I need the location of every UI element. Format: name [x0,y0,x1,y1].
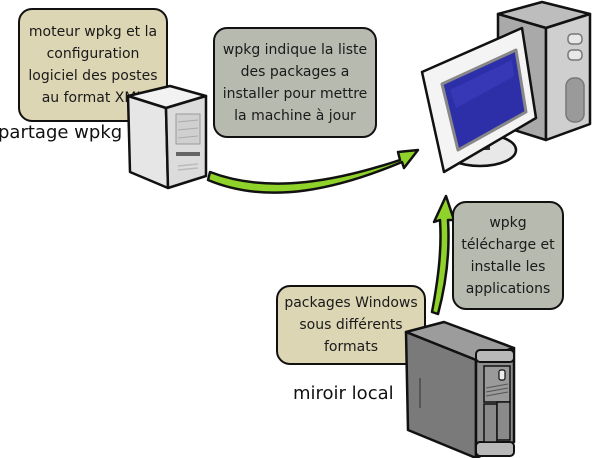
bubble-line: logiciel des postes [28,68,158,84]
bubble-moteur-wpkg: moteur wpkg et la configuration logiciel… [18,8,168,122]
label-miroir-local: miroir local [293,383,394,404]
bubble-line: installe les [470,258,546,275]
bubble-line: sous différents [299,317,403,333]
bubble-line: télécharge et [461,236,555,253]
bubble-wpkg-telecharge: wpkg télécharge et installe les applicat… [452,201,564,310]
bubble-line: moteur wpkg et la [28,24,158,40]
bubble-line: au format XML [41,90,145,106]
bubble-wpkg-indique: wpkg indique la liste des packages a ins… [213,27,377,138]
workstation-computer-icon [420,0,592,174]
bubble-line: la machine à jour [234,107,356,124]
label-partage-wpkg: partage wpkg [0,122,123,143]
mirror-server-icon [404,320,516,458]
bubble-line: wpkg [489,214,527,231]
bubble-line: installer pour mettre [222,85,368,102]
bubble-packages-windows: packages Windows sous différents formats [276,285,426,365]
bubble-line: wpkg indique la liste [222,41,368,58]
bubble-line: des packages a [240,63,350,80]
share-server-icon [126,84,208,190]
bubble-line: packages Windows [284,295,418,311]
bubble-line: configuration [46,46,140,62]
bubble-line: formats [323,339,378,355]
bubble-line: applications [465,280,551,297]
